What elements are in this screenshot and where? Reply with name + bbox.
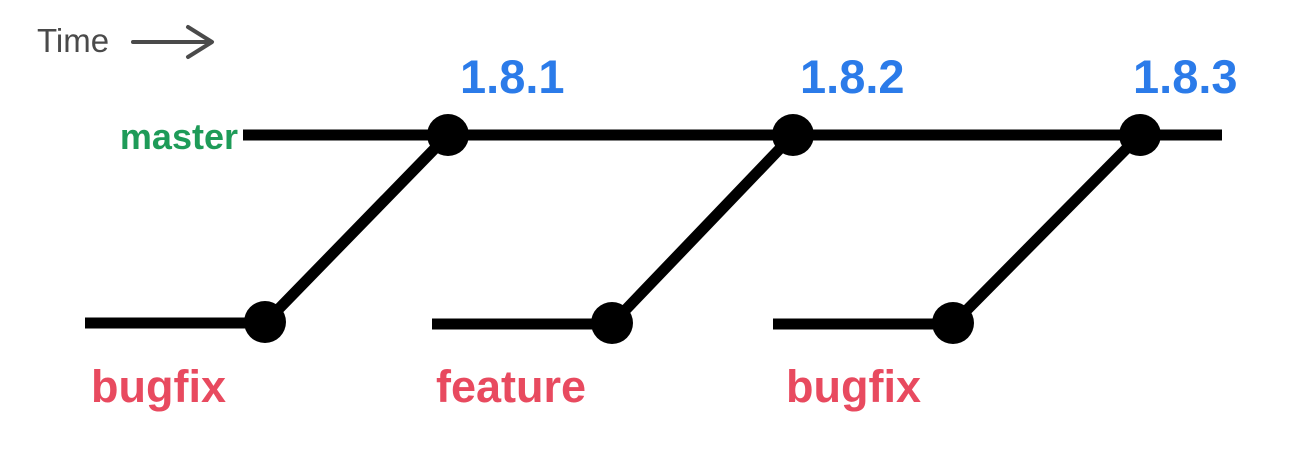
commit-dot-bugfix-1 [244,301,286,343]
release-label-1: 1.8.1 [460,50,565,103]
commit-dot-bugfix-2 [932,302,974,344]
branch-label-bugfix-1: bugfix [91,361,226,412]
merge-line-bugfix-1 [261,131,452,327]
release-label-2: 1.8.2 [800,50,905,103]
release-label-3: 1.8.3 [1133,50,1238,103]
merge-line-feature [608,131,797,328]
branch-label-feature: feature [436,361,586,412]
time-arrow-icon [131,25,214,59]
master-branch-label: master [120,116,238,157]
commit-dot-feature [591,302,633,344]
time-arrow-head [186,25,214,59]
time-label: Time [37,22,109,59]
commit-dot-release-3 [1119,114,1161,156]
merge-line-bugfix-2 [949,131,1144,328]
branch-label-bugfix-2: bugfix [786,361,921,412]
commit-dot-release-2 [772,114,814,156]
commit-dot-release-1 [427,114,469,156]
